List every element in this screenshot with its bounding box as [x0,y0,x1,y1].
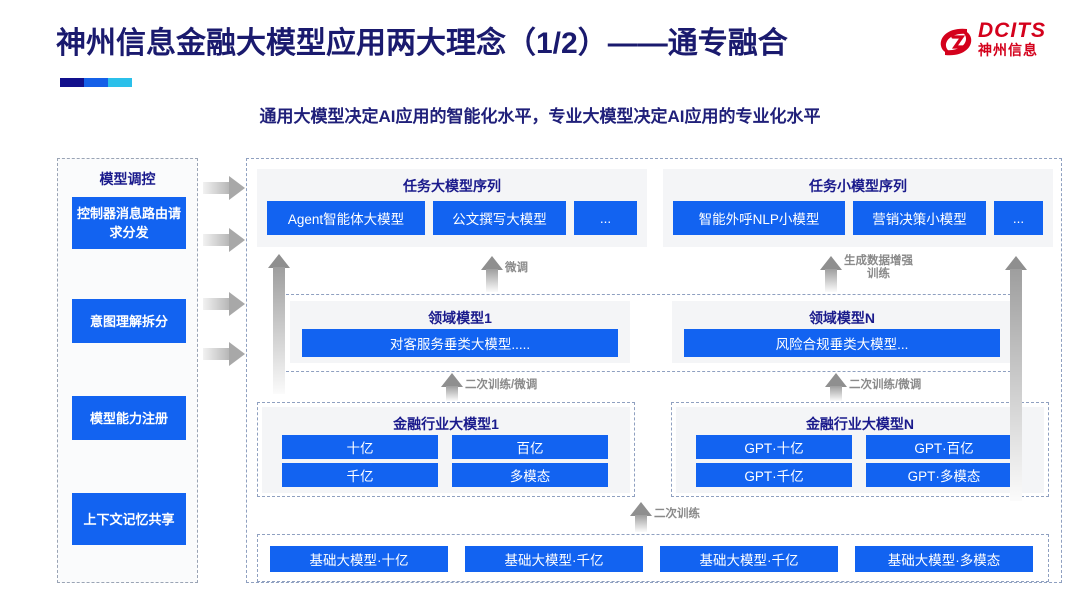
domain-model-n-item[interactable]: 风险合规垂类大模型... [684,329,1000,357]
industry-model-1-item-3[interactable]: 千亿 [282,463,438,487]
task-large-model-item-more[interactable]: ... [574,201,637,235]
page-title: 神州信息金融大模型应用两大理念（1/2）——通专融合 [56,27,788,60]
arrow-up-icon-retrain-center [630,502,652,532]
arrow-label-data-augment: 生成数据增强 训练 [844,255,913,281]
domain-model-1-title: 领域模型1 [428,310,492,326]
main-architecture-panel: 任务大模型序列 Agent智能体大模型 公文撰写大模型 ... 任务小模型序列 … [246,158,1062,583]
task-large-model-item-agent[interactable]: Agent智能体大模型 [267,201,425,235]
model-control-panel: 模型调控 控制器消息路由请求分发 意图理解拆分 模型能力注册 上下文记忆共享 [57,158,198,583]
arrow-up-icon-data-augment [820,256,842,292]
domain-models-container: 领域模型1 对客服务垂类大模型..... 领域模型N 风险合规垂类大模型... [281,294,1021,372]
domain-model-n-title: 领域模型N [808,310,876,326]
task-small-model-group: 任务小模型序列 智能外呼NLP小模型 营销决策小模型 ... [663,169,1053,247]
task-small-model-item-marketing[interactable]: 营销决策小模型 [853,201,986,235]
task-small-model-title: 任务小模型序列 [809,178,907,194]
foundation-model-item-4[interactable]: 基础大模型·多模态 [855,546,1033,572]
foundation-model-item-1[interactable]: 基础大模型·十亿 [270,546,448,572]
logo-text: DCITS 神州信息 [978,20,1046,59]
arrow-up-icon-retrain-left [441,373,463,401]
page-subtitle: 通用大模型决定AI应用的智能化水平，专业大模型决定AI应用的专业化水平 [259,107,821,126]
architecture-diagram: 模型调控 控制器消息路由请求分发 意图理解拆分 模型能力注册 上下文记忆共享 任… [0,140,1080,608]
company-logo: DCITS 神州信息 [936,18,1062,70]
domain-model-1-item[interactable]: 对客服务垂类大模型..... [302,329,618,357]
accent-segment-2 [84,78,109,87]
model-control-title: 模型调控 [99,171,156,187]
task-small-model-item-more[interactable]: ... [994,201,1043,235]
arrow-up-icon-left-long [268,254,290,394]
arrow-up-icon-right-long [1005,256,1027,501]
arrow-label-retrain-center: 二次训练 [654,508,700,520]
accent-segment-3 [108,78,132,87]
arrow-label-fine-tune: 微调 [505,262,528,274]
industry-model-1-group: 金融行业大模型1 十亿 百亿 千亿 多模态 [262,407,630,493]
industry-model-1-container: 金融行业大模型1 十亿 百亿 千亿 多模态 [257,402,635,497]
sidebar-item-context-memory[interactable]: 上下文记忆共享 [72,493,186,545]
industry-model-n-container: 金融行业大模型N GPT·十亿 GPT·百亿 GPT·千亿 GPT·多模态 [671,402,1049,497]
industry-model-1-title: 金融行业大模型1 [393,416,499,432]
task-small-model-item-nlp[interactable]: 智能外呼NLP小模型 [673,201,845,235]
sidebar-item-capability-registry[interactable]: 模型能力注册 [72,396,186,440]
foundation-model-item-3[interactable]: 基础大模型·千亿 [660,546,838,572]
industry-model-n-group: 金融行业大模型N GPT·十亿 GPT·百亿 GPT·千亿 GPT·多模态 [676,407,1044,493]
industry-model-n-item-4[interactable]: GPT·多模态 [866,463,1022,487]
arrow-right-icon-1 [203,176,245,200]
domain-model-1-group: 领域模型1 对客服务垂类大模型..... [290,301,630,363]
sidebar-item-controller-routing[interactable]: 控制器消息路由请求分发 [72,197,186,249]
arrow-right-icon-3 [203,292,245,316]
page-header: 神州信息金融大模型应用两大理念（1/2）——通专融合 通用大模型决定AI应用的智… [0,0,1080,140]
logo-name-cn: 神州信息 [978,42,1038,58]
logo-name-en: DCITS [978,19,1046,42]
task-large-model-title: 任务大模型序列 [403,178,501,194]
task-large-model-group: 任务大模型序列 Agent智能体大模型 公文撰写大模型 ... [257,169,647,247]
arrow-label-data-augment-line1: 生成数据增强 [844,255,913,267]
arrow-label-retrain-right: 二次训练/微调 [849,379,922,391]
industry-model-1-item-4[interactable]: 多模态 [452,463,608,487]
arrow-right-icon-4 [203,342,245,366]
title-accent-bar [60,78,132,87]
arrow-label-data-augment-line2: 训练 [867,268,890,280]
industry-model-1-item-1[interactable]: 十亿 [282,435,438,459]
domain-model-n-group: 领域模型N 风险合规垂类大模型... [672,301,1012,363]
sidebar-item-intent-parsing[interactable]: 意图理解拆分 [72,299,186,343]
arrow-right-icon-2 [203,228,245,252]
accent-segment-1 [60,78,85,87]
industry-model-n-item-2[interactable]: GPT·百亿 [866,435,1022,459]
arrow-label-retrain-left: 二次训练/微调 [465,379,538,391]
task-large-model-item-document[interactable]: 公文撰写大模型 [433,201,566,235]
foundation-model-item-2[interactable]: 基础大模型·千亿 [465,546,643,572]
arrow-up-icon-fine-tune [481,256,503,292]
industry-model-n-item-3[interactable]: GPT·千亿 [696,463,852,487]
industry-model-n-item-1[interactable]: GPT·十亿 [696,435,852,459]
industry-model-1-item-2[interactable]: 百亿 [452,435,608,459]
industry-model-n-title: 金融行业大模型N [805,416,915,432]
foundation-models-container: 基础大模型·十亿 基础大模型·千亿 基础大模型·千亿 基础大模型·多模态 [257,534,1049,582]
arrow-up-icon-retrain-right [825,373,847,401]
swirl-icon [936,22,976,62]
